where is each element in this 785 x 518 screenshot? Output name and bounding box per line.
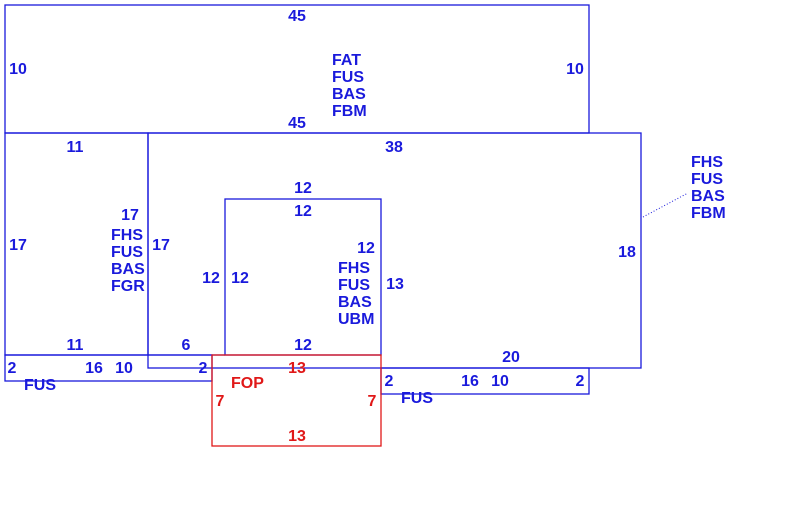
main-dim-top: 38 [385,139,403,156]
leader-line [642,192,689,218]
top-code: BAS [332,86,366,103]
right-strip-dim-right: 2 [576,373,585,390]
porch-dim-left: 7 [216,393,225,410]
porch-code: FOP [231,375,264,392]
top-dim-top: 45 [288,8,306,25]
porch-dim-bottom: 13 [288,428,306,445]
inner-dim-top: 12 [294,203,312,220]
inner-code: BAS [338,294,372,311]
top-dim-left: 10 [9,61,27,78]
porch-dim-top: 13 [288,360,306,377]
left-strip-dim-right: 2 [199,360,208,377]
inner-code: FUS [338,277,370,294]
main-dim-inner-left: 12 [202,270,220,287]
left-code: FHS [111,227,143,244]
left-dim-left: 17 [9,237,27,254]
right-strip-code: FUS [401,390,433,407]
left-dim-top: 11 [67,139,84,156]
inner-dim-left: 12 [231,270,249,287]
left-code: FGR [111,278,145,295]
left-dim-right-overlap: 17 [121,207,139,224]
porch-outline[interactable] [211,354,382,447]
left-strip-dim-bottom: 10 [115,360,133,377]
left-dim-right: 17 [152,237,170,254]
inner-dim-right: 13 [386,276,404,293]
main-dim-bottom-left: 6 [182,337,191,354]
inner-code: UBM [338,311,374,328]
right-strip-dim-top: 16 [461,373,479,390]
top-dim-bottom: 45 [288,115,306,132]
inner-dim-bottom: 12 [294,337,312,354]
right-strip-dim-left: 2 [385,373,394,390]
main-code: FBM [691,205,726,222]
top-code: FAT [332,52,361,69]
inner-code: FHS [338,260,370,277]
top-code: FUS [332,69,364,86]
main-dim-right: 18 [618,244,636,261]
main-section-outline[interactable] [147,132,642,369]
main-code: FHS [691,154,723,171]
main-code: FUS [691,171,723,188]
main-dim-bottom: 20 [502,349,520,366]
main-code: BAS [691,188,725,205]
inner-dim-right-overlap: 12 [357,240,375,257]
left-strip-dim-left: 2 [8,360,17,377]
right-strip-dim-bottom: 10 [491,373,509,390]
porch-dim-right: 7 [368,393,377,410]
left-code: BAS [111,261,145,278]
left-code: FUS [111,244,143,261]
left-dim-bottom: 11 [67,337,84,354]
left-strip-code: FUS [24,377,56,394]
left-strip-dim-top: 16 [85,360,103,377]
inner-dim-top-outside: 12 [294,180,312,197]
top-dim-right: 10 [566,61,584,78]
top-code: FBM [332,103,367,120]
